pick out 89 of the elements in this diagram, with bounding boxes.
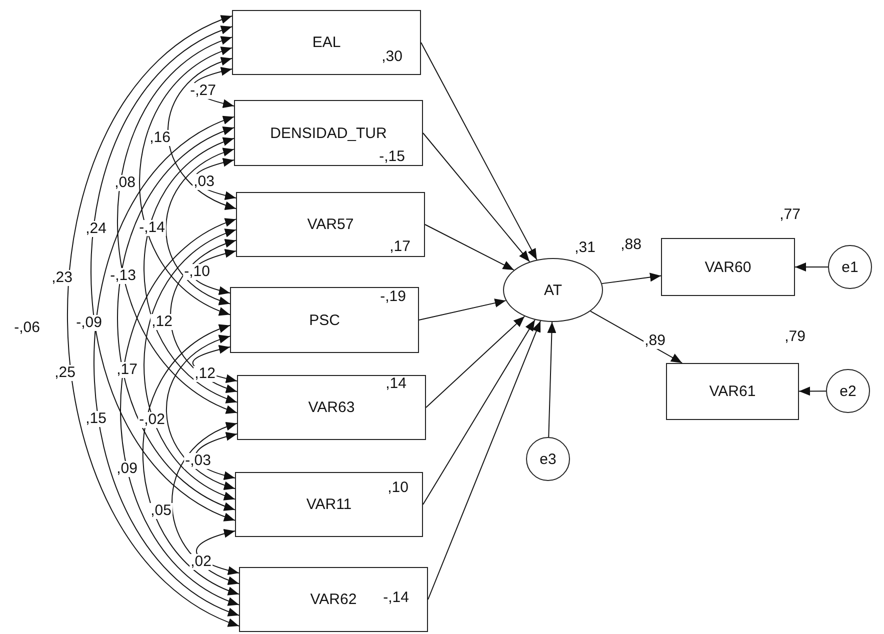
covariance-arc: [196, 528, 240, 576]
path-arrow: [601, 272, 662, 284]
error-term-circle: [828, 245, 872, 289]
covariance-arc: [67, 16, 240, 626]
variable-box: [230, 287, 419, 353]
variable-box: [666, 363, 799, 420]
variable-name: VAR62: [310, 591, 357, 608]
path-arrow: [420, 42, 538, 260]
edge-label: ,25: [54, 365, 76, 381]
coefficient-value: ,77: [780, 207, 800, 223]
edge-label: -,03: [184, 453, 212, 469]
coefficient-value: ,79: [784, 329, 806, 345]
variable-box: [235, 472, 423, 537]
covariance-arc: [144, 229, 236, 500]
variable-name: AT: [544, 282, 562, 298]
edge-label: ,12: [194, 366, 216, 382]
covariance-arc: [194, 158, 236, 200]
variable-box: [237, 375, 426, 440]
path-arrow: [426, 316, 526, 408]
edge-label: -,19: [379, 289, 407, 305]
path-arrow: [418, 298, 506, 320]
covariance-arc: [117, 36, 238, 414]
variable-name: e1: [842, 258, 858, 276]
edge-label: ,24: [84, 221, 108, 237]
covariance-arc: [170, 239, 238, 393]
covariance-arc: [166, 148, 234, 305]
covariance-arc: [117, 127, 236, 510]
variable-name: VAR61: [709, 383, 756, 400]
covariance-arc: [90, 26, 236, 521]
covariance-arc: [144, 138, 238, 403]
edge-label: ,02: [190, 554, 212, 570]
edge-label: ,08: [114, 175, 136, 191]
edge-label: -,27: [189, 83, 217, 99]
path-arrow: [424, 224, 514, 271]
path-arrow: [590, 310, 683, 364]
variable-name: DENSIDAD_TUR: [270, 124, 387, 142]
covariance-arc: [142, 324, 240, 595]
variable-box: [234, 100, 423, 166]
edge-label: ,88: [620, 237, 642, 253]
edge-label: ,05: [150, 503, 172, 519]
covariance-arc: [139, 47, 232, 316]
coefficient-value: ,31: [574, 240, 596, 256]
covariance-arc: [168, 57, 236, 210]
edge-label: ,10: [386, 480, 410, 496]
edge-label: -,15: [378, 149, 406, 165]
edge-label: ,16: [148, 130, 172, 146]
edge-label: ,17: [116, 362, 138, 378]
edge-label: -,06: [13, 320, 41, 336]
variable-name: VAR63: [308, 399, 355, 416]
variable-box: [232, 10, 421, 75]
variable-name: PSC: [309, 312, 340, 328]
edge-label: -,09: [75, 315, 103, 331]
edge-label: -,02: [138, 412, 166, 428]
path-arrow: [798, 386, 826, 396]
covariance-arc: [166, 335, 236, 490]
edge-label: ,12: [150, 314, 174, 330]
variable-name: e3: [540, 450, 556, 468]
edge-label: -,13: [109, 268, 137, 284]
error-term-circle: [526, 437, 570, 481]
latent-variable-ellipse: [503, 258, 603, 322]
variable-box: [239, 567, 428, 632]
covariance-arc: [192, 344, 238, 384]
edge-label: ,15: [84, 411, 108, 427]
edge-label: ,03: [192, 174, 216, 190]
path-arrow: [422, 319, 536, 505]
variable-name: VAR57: [307, 216, 354, 233]
variable-name: VAR11: [306, 496, 352, 513]
variable-box: [236, 192, 425, 257]
edge-label: -,10: [183, 264, 211, 280]
edge-label: ,89: [644, 333, 666, 349]
variable-name: e2: [840, 382, 856, 400]
covariance-arc: [172, 422, 240, 585]
covariance-arc: [120, 218, 240, 606]
variable-name: EAL: [312, 34, 341, 51]
covariance-arc: [94, 116, 240, 616]
edge-label: -,14: [138, 220, 166, 236]
edge-label: ,23: [50, 270, 74, 286]
variable-box: [661, 238, 795, 296]
edge-label: ,17: [388, 239, 412, 255]
edge-label: ,09: [116, 461, 138, 477]
error-term-circle: [826, 369, 870, 413]
path-arrow: [547, 322, 556, 438]
path-arrow: [422, 132, 530, 262]
edge-label: ,14: [384, 376, 408, 392]
edge-label: ,30: [380, 49, 404, 65]
path-arrow: [794, 262, 828, 272]
edge-label: -,14: [382, 590, 410, 606]
variable-name: VAR60: [704, 258, 752, 276]
path-arrow: [428, 320, 542, 600]
